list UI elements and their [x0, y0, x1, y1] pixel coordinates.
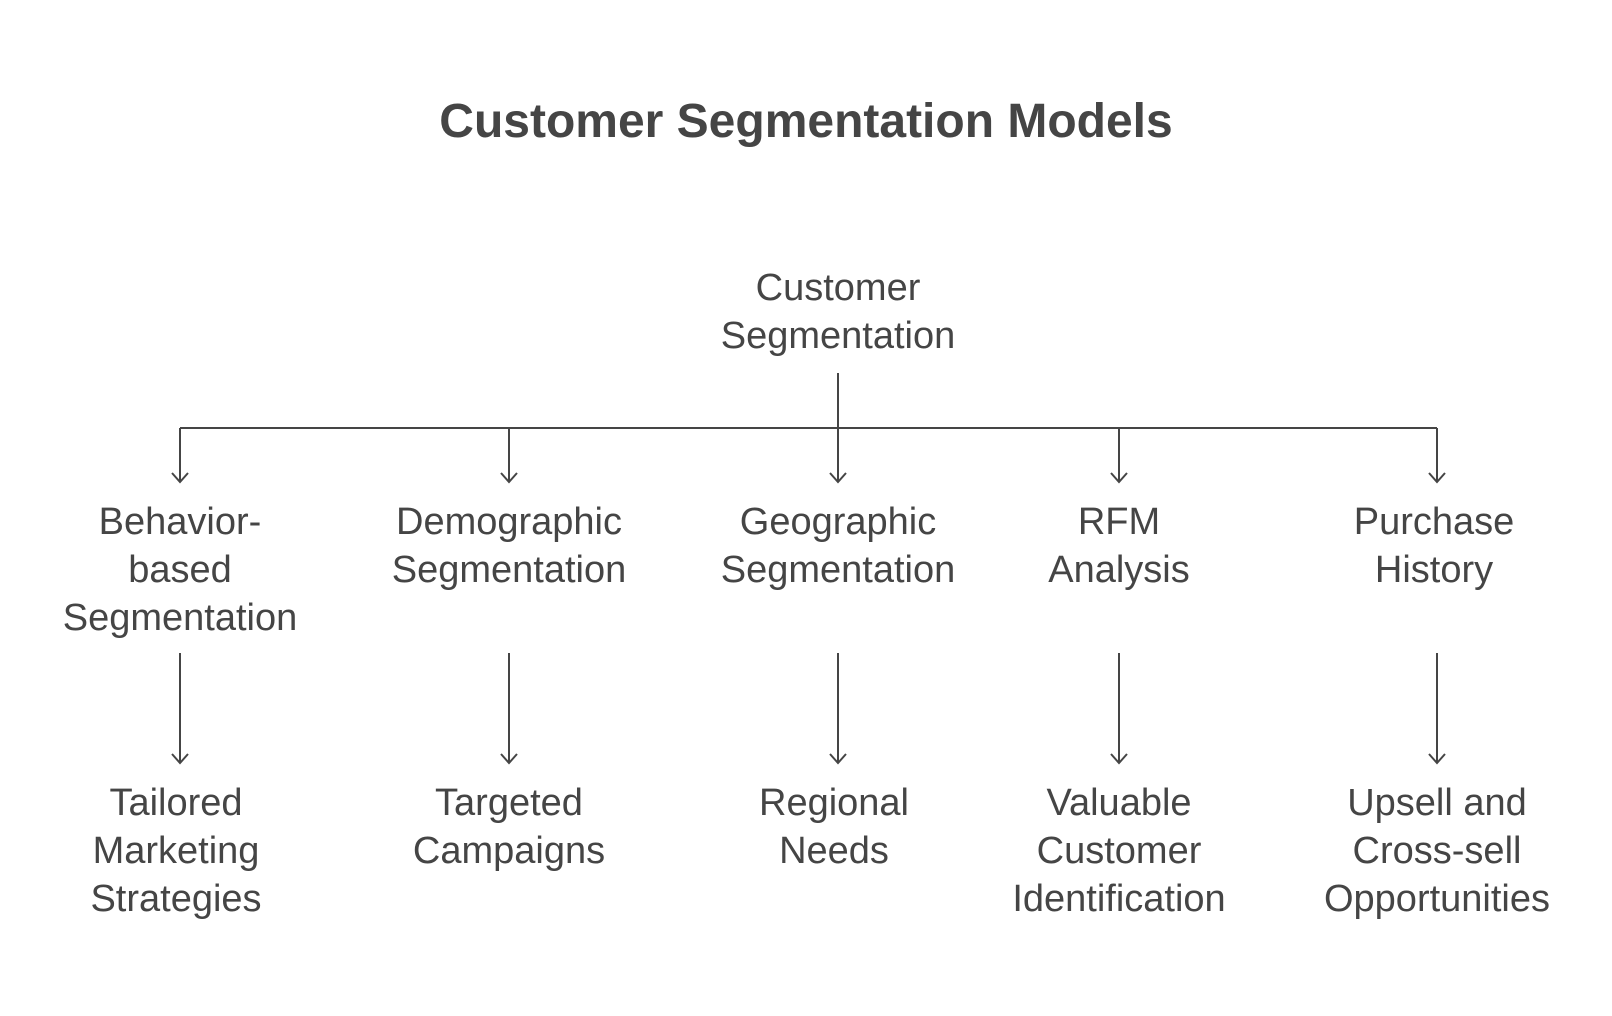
- outcome-node-rfm: Valuable Customer Identification: [979, 779, 1259, 923]
- category-label-line: Segmentation: [720, 549, 956, 591]
- arrowhead-5: [1428, 472, 1446, 484]
- outcome-label-line: Identification: [1012, 878, 1226, 920]
- category-node-geographic: Geographic Segmentation: [698, 498, 978, 594]
- outcome-label-line: Targeted: [435, 782, 583, 824]
- outcome-node-behavior: Tailored Marketing Strategies: [36, 779, 316, 923]
- category-node-rfm: RFM Analysis: [979, 498, 1259, 594]
- outcome-arrowhead-2: [500, 753, 518, 765]
- category-node-purchase-history: Purchase History: [1294, 498, 1574, 594]
- outcome-label-line: Campaigns: [412, 830, 606, 872]
- outcome-label-line: Cross-sell: [1352, 830, 1522, 872]
- outcome-arrowhead-4: [1110, 753, 1128, 765]
- outcome-label-line: Regional: [759, 782, 909, 824]
- category-label-line: Purchase: [1353, 501, 1515, 543]
- category-label-line: Segmentation: [391, 549, 627, 591]
- root-node-line: Segmentation: [720, 315, 956, 357]
- category-label-line: Behavior-: [98, 501, 262, 543]
- root-node: Customer Segmentation: [698, 264, 978, 360]
- outcome-label-line: Strategies: [90, 878, 262, 920]
- arrowhead-2: [500, 472, 518, 484]
- outcome-arrowhead-3: [829, 753, 847, 765]
- category-node-behavior: Behavior- based Segmentation: [40, 498, 320, 642]
- outcome-node-geographic: Regional Needs: [694, 779, 974, 875]
- category-label-line: Demographic: [396, 501, 622, 543]
- outcome-arrowhead-5: [1428, 753, 1446, 765]
- diagram-title: Customer Segmentation Models: [439, 95, 1173, 148]
- outcome-arrowhead-1: [171, 753, 189, 765]
- category-label-line: History: [1374, 549, 1494, 591]
- outcome-label-line: Customer: [1036, 830, 1202, 872]
- category-node-demographic: Demographic Segmentation: [369, 498, 649, 594]
- outcome-node-purchase-history: Upsell and Cross-sell Opportunities: [1297, 779, 1577, 923]
- arrowhead-4: [1110, 472, 1128, 484]
- outcome-label-line: Marketing: [92, 830, 260, 872]
- arrowhead-3: [829, 472, 847, 484]
- outcome-label-line: Upsell and: [1347, 782, 1527, 824]
- outcome-node-demographic: Targeted Campaigns: [369, 779, 649, 875]
- outcome-label-line: Needs: [779, 830, 889, 872]
- category-label-line: Analysis: [1048, 549, 1190, 591]
- outcome-label-line: Valuable: [1046, 782, 1192, 824]
- arrowhead-1: [171, 472, 189, 484]
- outcome-label-line: Opportunities: [1323, 878, 1550, 920]
- category-label-line: based: [128, 549, 232, 591]
- root-node-line: Customer: [755, 267, 921, 309]
- category-label-line: Geographic: [739, 501, 937, 543]
- category-label-line: Segmentation: [62, 597, 298, 639]
- outcome-label-line: Tailored: [109, 782, 243, 824]
- category-label-line: RFM: [1077, 501, 1161, 543]
